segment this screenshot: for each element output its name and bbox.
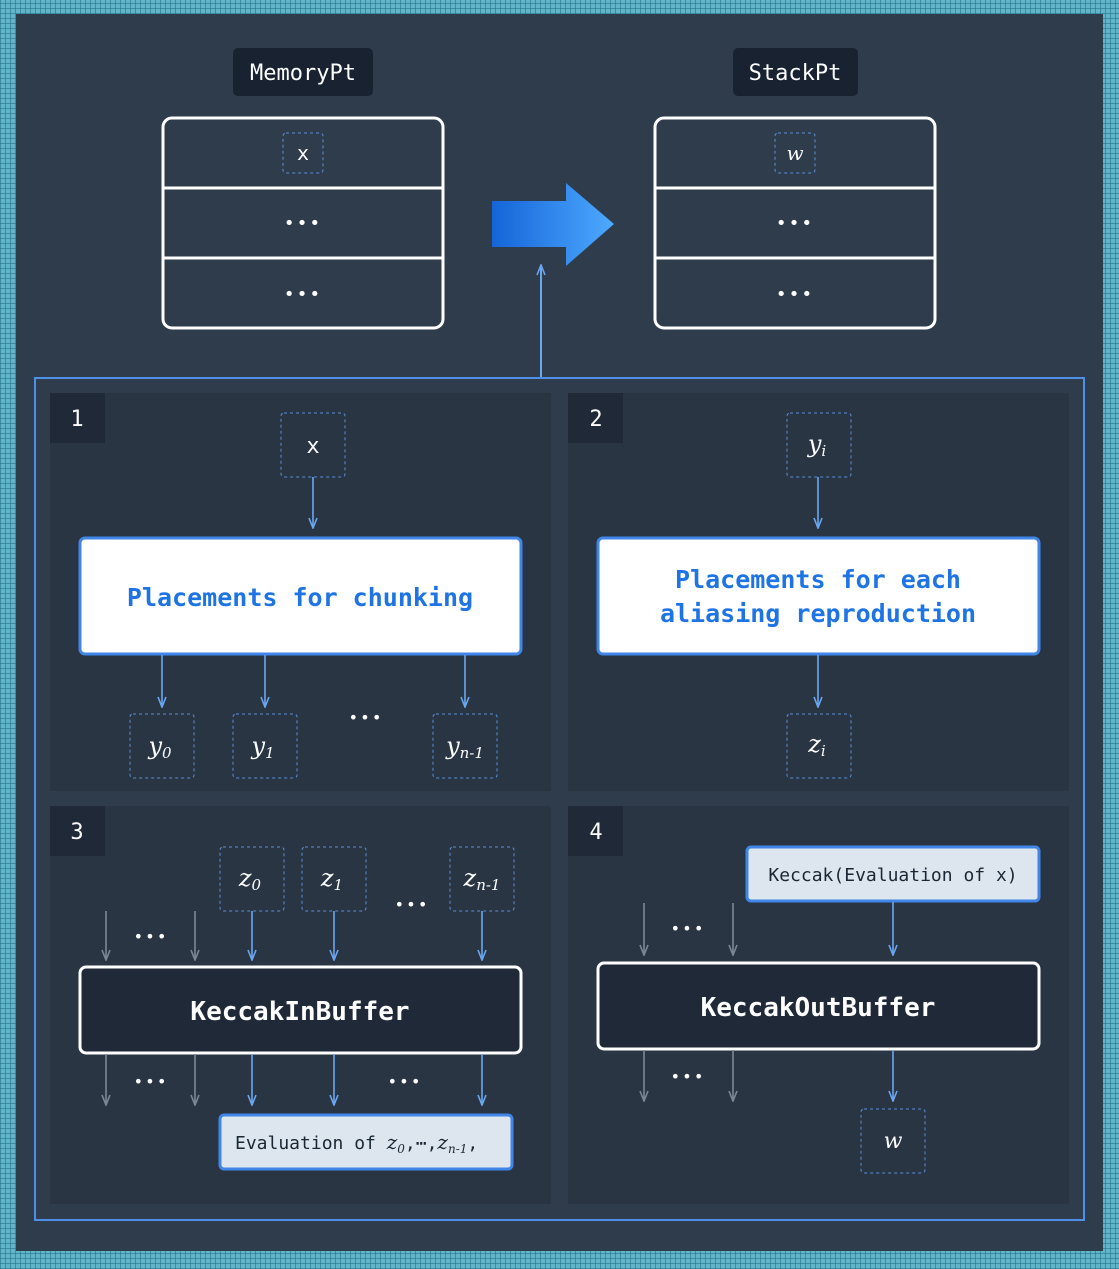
- memory-table: x ••• •••: [161, 116, 445, 330]
- quadrant-number-4: 4: [589, 820, 602, 845]
- q3-input-z0: z0: [238, 864, 262, 894]
- quadrant-number-2: 2: [589, 407, 602, 432]
- memory-row-ellipsis: •••: [284, 213, 323, 234]
- quadrant-number-3: 3: [70, 820, 83, 845]
- keccak-evaluation-label: Keccak(Evaluation of x): [768, 865, 1017, 886]
- placements-chunking-box: [78, 536, 523, 656]
- keccak-evaluation-box: [745, 845, 1041, 903]
- q3-out-blue-ellipsis: •••: [388, 1072, 423, 1091]
- q3-input-z1: z1: [320, 864, 343, 894]
- evaluation-z-label: Evaluation of z0,⋯,zn-1,: [235, 1130, 478, 1156]
- q4-in-ellipsis: •••: [671, 919, 706, 938]
- stack-row-ellipsis: •••: [776, 284, 815, 305]
- q1-ellipsis: •••: [349, 708, 384, 727]
- memory-row-ellipsis: •••: [284, 284, 323, 305]
- stack-row-ellipsis: •••: [776, 213, 815, 234]
- q3-input-ellipsis: •••: [395, 895, 430, 914]
- keccak-out-buffer-label: KeccakOutBuffer: [701, 993, 936, 1023]
- memory-title: MemoryPt: [250, 61, 356, 86]
- keccak-in-buffer-label: KeccakInBuffer: [190, 997, 409, 1027]
- big-right-arrow-icon: [492, 183, 614, 266]
- placements-aliasing-line2: aliasing reproduction: [660, 599, 976, 628]
- stack-title-badge: StackPt: [733, 48, 858, 96]
- q4-output-w: w: [884, 1129, 903, 1154]
- q2-input-yi: yi: [807, 430, 827, 460]
- q1-input-x: x: [306, 434, 319, 459]
- memory-title-badge: MemoryPt: [233, 48, 373, 96]
- quadrant-number-1: 1: [70, 407, 83, 432]
- q2-output-zi: zi: [807, 730, 826, 760]
- placements-chunking-label: Placements for chunking: [127, 583, 473, 612]
- q1-output-y1: y1: [250, 732, 274, 762]
- q1-output-yn1: yn-1: [445, 732, 484, 762]
- memory-row-x: x: [297, 141, 309, 165]
- placements-aliasing-box: [596, 536, 1041, 656]
- keccak-in-buffer-box: [78, 965, 523, 1055]
- q1-output-y0: y0: [147, 732, 172, 762]
- keccak-out-buffer-box: [596, 961, 1041, 1051]
- placements-aliasing-line1: Placements for each: [675, 565, 961, 594]
- q3-input-zn1: zn-1: [463, 864, 501, 894]
- process-frame: [34, 377, 1085, 1221]
- q3-grey-ellipsis: •••: [134, 927, 169, 946]
- evaluation-z-box: [218, 1113, 514, 1171]
- stack-title: StackPt: [749, 61, 842, 86]
- stack-row-w: w: [786, 141, 803, 165]
- stack-table: w ••• •••: [653, 116, 937, 330]
- q3-out-grey-ellipsis: •••: [134, 1072, 169, 1091]
- q4-out-ellipsis: •••: [671, 1067, 706, 1086]
